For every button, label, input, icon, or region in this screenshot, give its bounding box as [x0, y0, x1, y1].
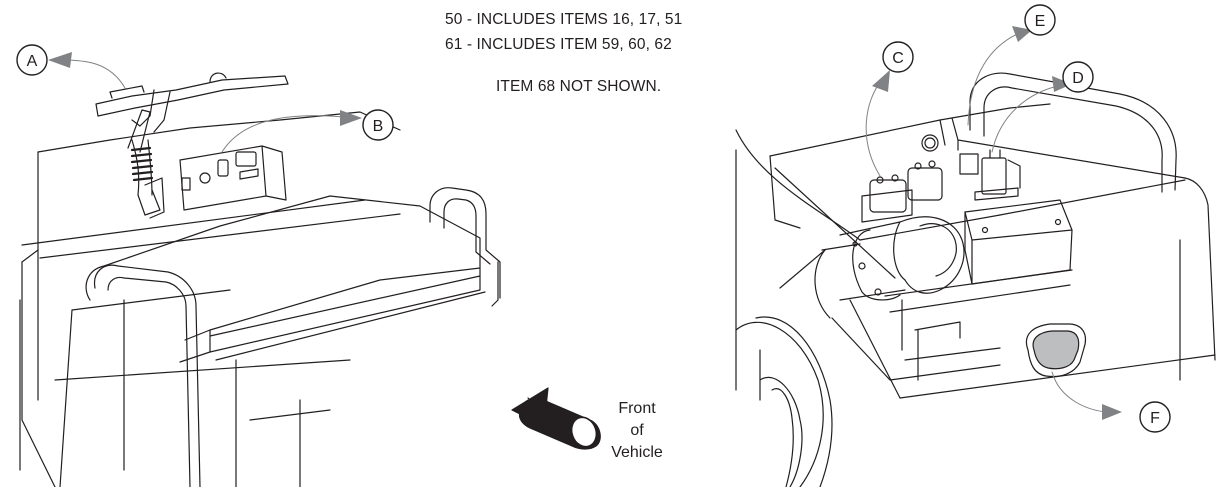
arrow-a: [61, 59, 126, 89]
callout-f-label: F: [1150, 410, 1160, 427]
callout-e-label: E: [1035, 13, 1046, 30]
arrowhead-f: [1102, 404, 1122, 420]
solenoid-group: [861, 160, 943, 223]
callout-c-label: C: [892, 50, 904, 67]
front-label-line-1: Front: [618, 400, 656, 417]
arrow-b: [221, 115, 356, 153]
callout-d-circle: [1062, 61, 1094, 93]
arrow-f: [1051, 371, 1111, 413]
callout-e-circle: [1024, 4, 1056, 36]
arrowhead-b: [340, 110, 362, 126]
callout-b-label: B: [373, 118, 384, 135]
front-direction-icon: [511, 387, 601, 450]
arrowhead-e: [1012, 26, 1032, 42]
note-line-1: 50 - INCLUDES ITEMS 16, 17, 51: [445, 11, 683, 28]
front-label-line-2: of: [630, 422, 644, 439]
callout-arrowheads: [48, 26, 1122, 420]
callout-a-circle: [16, 44, 48, 76]
callout-f-circle: [1139, 401, 1171, 433]
arrow-c: [865, 79, 883, 177]
note-line-2: 61 - INCLUDES ITEM 59, 60, 62: [445, 36, 672, 53]
right-vehicle-view: [735, 72, 1216, 488]
arrow-e: [967, 31, 1023, 126]
note-item-68: ITEM 68 NOT SHOWN.: [496, 78, 662, 95]
callout-b-circle: [362, 109, 394, 141]
arrow-d: [991, 84, 1063, 153]
front-of-vehicle-label: Front of Vehicle: [607, 398, 667, 464]
arrowhead-c: [872, 70, 890, 92]
arrowhead-a: [48, 52, 72, 68]
callout-a-label: A: [27, 53, 38, 70]
arrowhead-d: [1052, 76, 1072, 92]
front-label-line-3: Vehicle: [611, 444, 663, 461]
callout-d-label: D: [1072, 70, 1084, 87]
left-vehicle-view: [19, 72, 501, 488]
callout-c-circle: [882, 41, 914, 73]
callout-arrows: [61, 31, 1111, 413]
